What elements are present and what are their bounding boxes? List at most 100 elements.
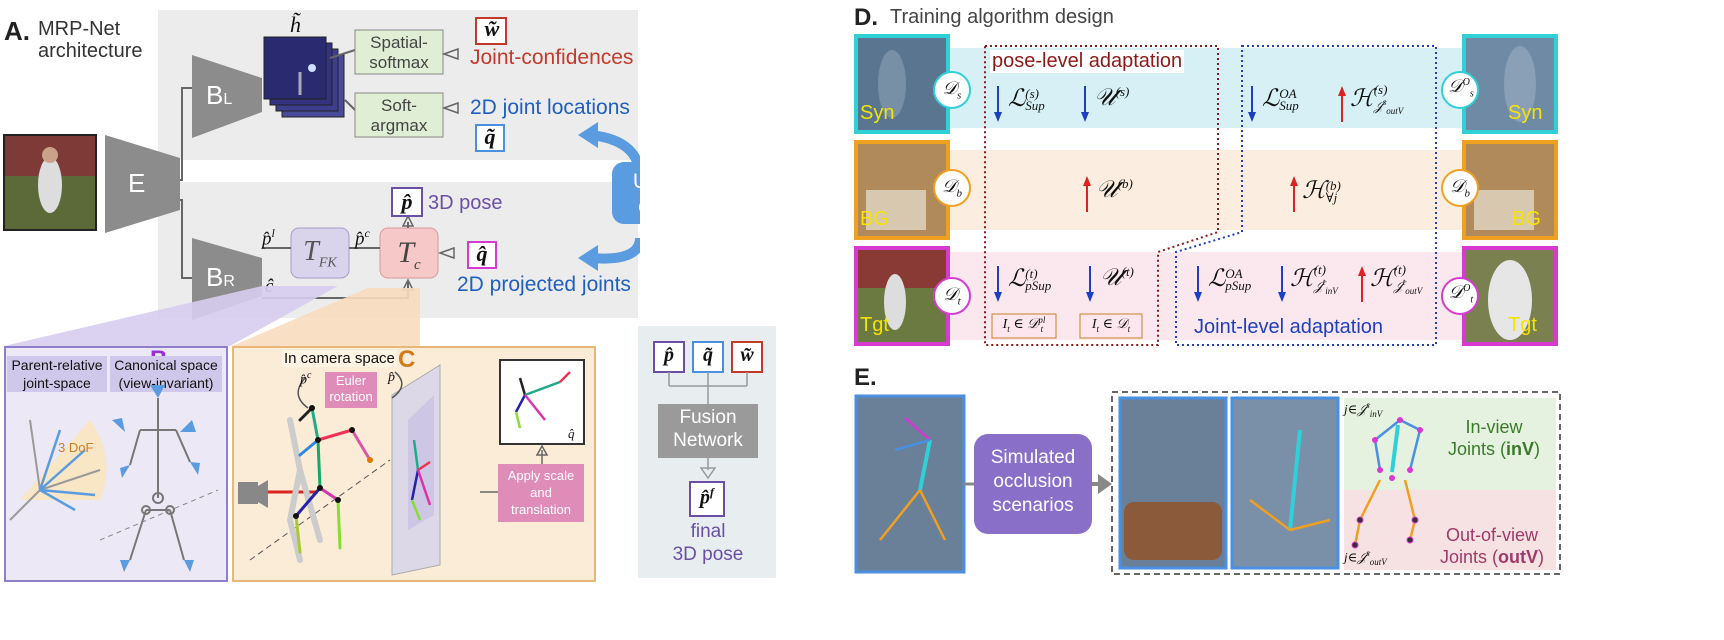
t-box-label: It ∈ 𝒟t	[1080, 316, 1142, 334]
h-outv-s-main: ℋ	[1350, 86, 1374, 112]
u-t-sup: (t)	[1121, 264, 1134, 279]
loss-psup-t-sup: (t)	[1025, 266, 1038, 282]
syn-label-right: Syn	[1508, 102, 1543, 124]
loss-psup-t: ℒ(t)pSup	[1008, 264, 1051, 293]
e-cropped-image	[1230, 396, 1340, 570]
inview-line1: In-view	[1465, 417, 1523, 437]
loss-sup-s: ℒ(s)Sup	[1008, 84, 1045, 113]
db-label-right: 𝒟b	[1446, 176, 1474, 200]
tfk-block	[290, 227, 350, 279]
w-tilde-symbol: w̃	[484, 16, 500, 41]
t-mid: ∈ 𝒟	[1099, 317, 1128, 332]
br-label: BR	[206, 262, 235, 293]
ds-sub: s	[957, 89, 962, 102]
loss-sup-s-sup: (s)	[1025, 86, 1040, 102]
h-outv-t-main: ℋ	[1370, 266, 1394, 292]
jout-main: j∈𝒥	[1344, 549, 1367, 565]
pl-i: I	[1002, 317, 1008, 333]
u-s-main: 𝒰	[1094, 85, 1116, 111]
bl-block	[192, 55, 262, 138]
uncertainty-arrow-down	[589, 237, 640, 264]
pf-sup: f	[710, 485, 714, 499]
h-all-b: ℋ(b)∀j	[1302, 176, 1341, 205]
p-hat-box	[391, 187, 423, 217]
q-hat-box	[467, 241, 497, 269]
projected-joints-label: 2D projected joints	[457, 273, 631, 296]
euler-line2: rotation	[329, 389, 373, 404]
p-c-sup: c	[364, 226, 370, 240]
h-outv-t-subsup: t	[1402, 277, 1406, 288]
db-right-main: 𝒟	[1450, 176, 1465, 196]
pl-sub2: t	[1040, 324, 1044, 334]
t-box	[1079, 313, 1143, 339]
e-output-frame	[1111, 391, 1561, 575]
e-input-image	[854, 394, 966, 574]
u-b-sup: (b)	[1117, 176, 1133, 191]
inview-line2b: inV	[1506, 439, 1535, 459]
jin-sub: inV	[1369, 408, 1383, 419]
u-s: 𝒰(s)	[1094, 84, 1129, 112]
inview-line2c: )	[1534, 439, 1541, 459]
uncert-line2: estimation	[638, 195, 734, 218]
phat-label: p̂	[388, 370, 395, 385]
joint-locations-label: 2D joint locations	[470, 96, 630, 119]
pl-box	[991, 313, 1057, 339]
euler-line1: Euler	[335, 373, 367, 388]
h-outv-t: ℋ(t)𝒥toutV	[1370, 262, 1422, 297]
canon-line1: Canonical space	[114, 357, 218, 373]
panel-b-funnel	[4, 286, 420, 346]
pc-label: p̂c	[300, 370, 311, 389]
h-inv-t-main: ℋ	[1290, 266, 1314, 292]
db-sub: b	[956, 187, 962, 200]
apply-line2: and	[530, 485, 552, 500]
pf-main: p̂	[700, 486, 710, 509]
u-t: 𝒰(t)	[1100, 264, 1134, 292]
outview-line1: Out-of-view	[1445, 525, 1539, 545]
tc-label: Tc	[380, 236, 438, 274]
jout-sub: outV	[1369, 556, 1387, 567]
bl-label: BL	[206, 80, 232, 111]
apply-line1: Apply scale	[507, 468, 575, 483]
qhat-plot-label: q̂	[568, 426, 575, 441]
q-hat-symbol: q̂	[476, 241, 488, 266]
h-inv-t-subsup: t	[1322, 277, 1326, 288]
soft-argmax-label: Soft-argmax	[355, 96, 443, 136]
panel-a-letter: A.	[4, 16, 30, 46]
fusion-pf-symbol: p̂f	[690, 485, 724, 510]
dt-label: 𝒟t	[938, 284, 966, 308]
tc-sub: c	[414, 257, 421, 273]
bg-label-right: BG	[1512, 208, 1541, 230]
fusion-p-box	[653, 341, 685, 373]
outview-line2b: outV	[1498, 547, 1539, 567]
db-main: 𝒟	[942, 176, 957, 196]
dto-main: 𝒟	[1448, 282, 1464, 302]
p-hat-symbol: p̂	[401, 189, 413, 214]
panel-d-letter: D.	[854, 4, 878, 31]
panel-d-title: Training algorithm design	[890, 6, 1114, 28]
h-all-b-main: ℋ	[1302, 178, 1326, 204]
h-inv-t-sup: (t)	[1313, 262, 1326, 278]
loss-sup-s-main: ℒ	[1008, 86, 1026, 112]
dso-main: 𝒟	[1448, 76, 1463, 96]
parent-line1: Parent-relative	[11, 357, 103, 373]
dt-sub: t	[957, 295, 961, 308]
camera-space-label: In camera space	[282, 350, 397, 367]
fusion-diagram	[653, 341, 763, 517]
p-c-main: p̂	[355, 228, 365, 250]
encoder-label: E	[128, 168, 146, 198]
fusion-q-symbol: q̃	[703, 344, 713, 366]
db-right-sub: b	[1464, 187, 1470, 200]
ds-main: 𝒟	[942, 78, 958, 98]
loss-sup-s-sub: Sup	[1025, 98, 1045, 114]
t-i-sub: t	[1096, 323, 1100, 334]
panel-a-title-line1: MRP-Net	[38, 18, 121, 40]
dso-sub: s	[1469, 88, 1474, 100]
canon-line2: (view-invariant)	[118, 375, 214, 391]
h-outv-t-sup: (t)	[1393, 262, 1406, 278]
tc-main: T	[397, 236, 414, 269]
panel-c-illustration	[238, 359, 585, 576]
